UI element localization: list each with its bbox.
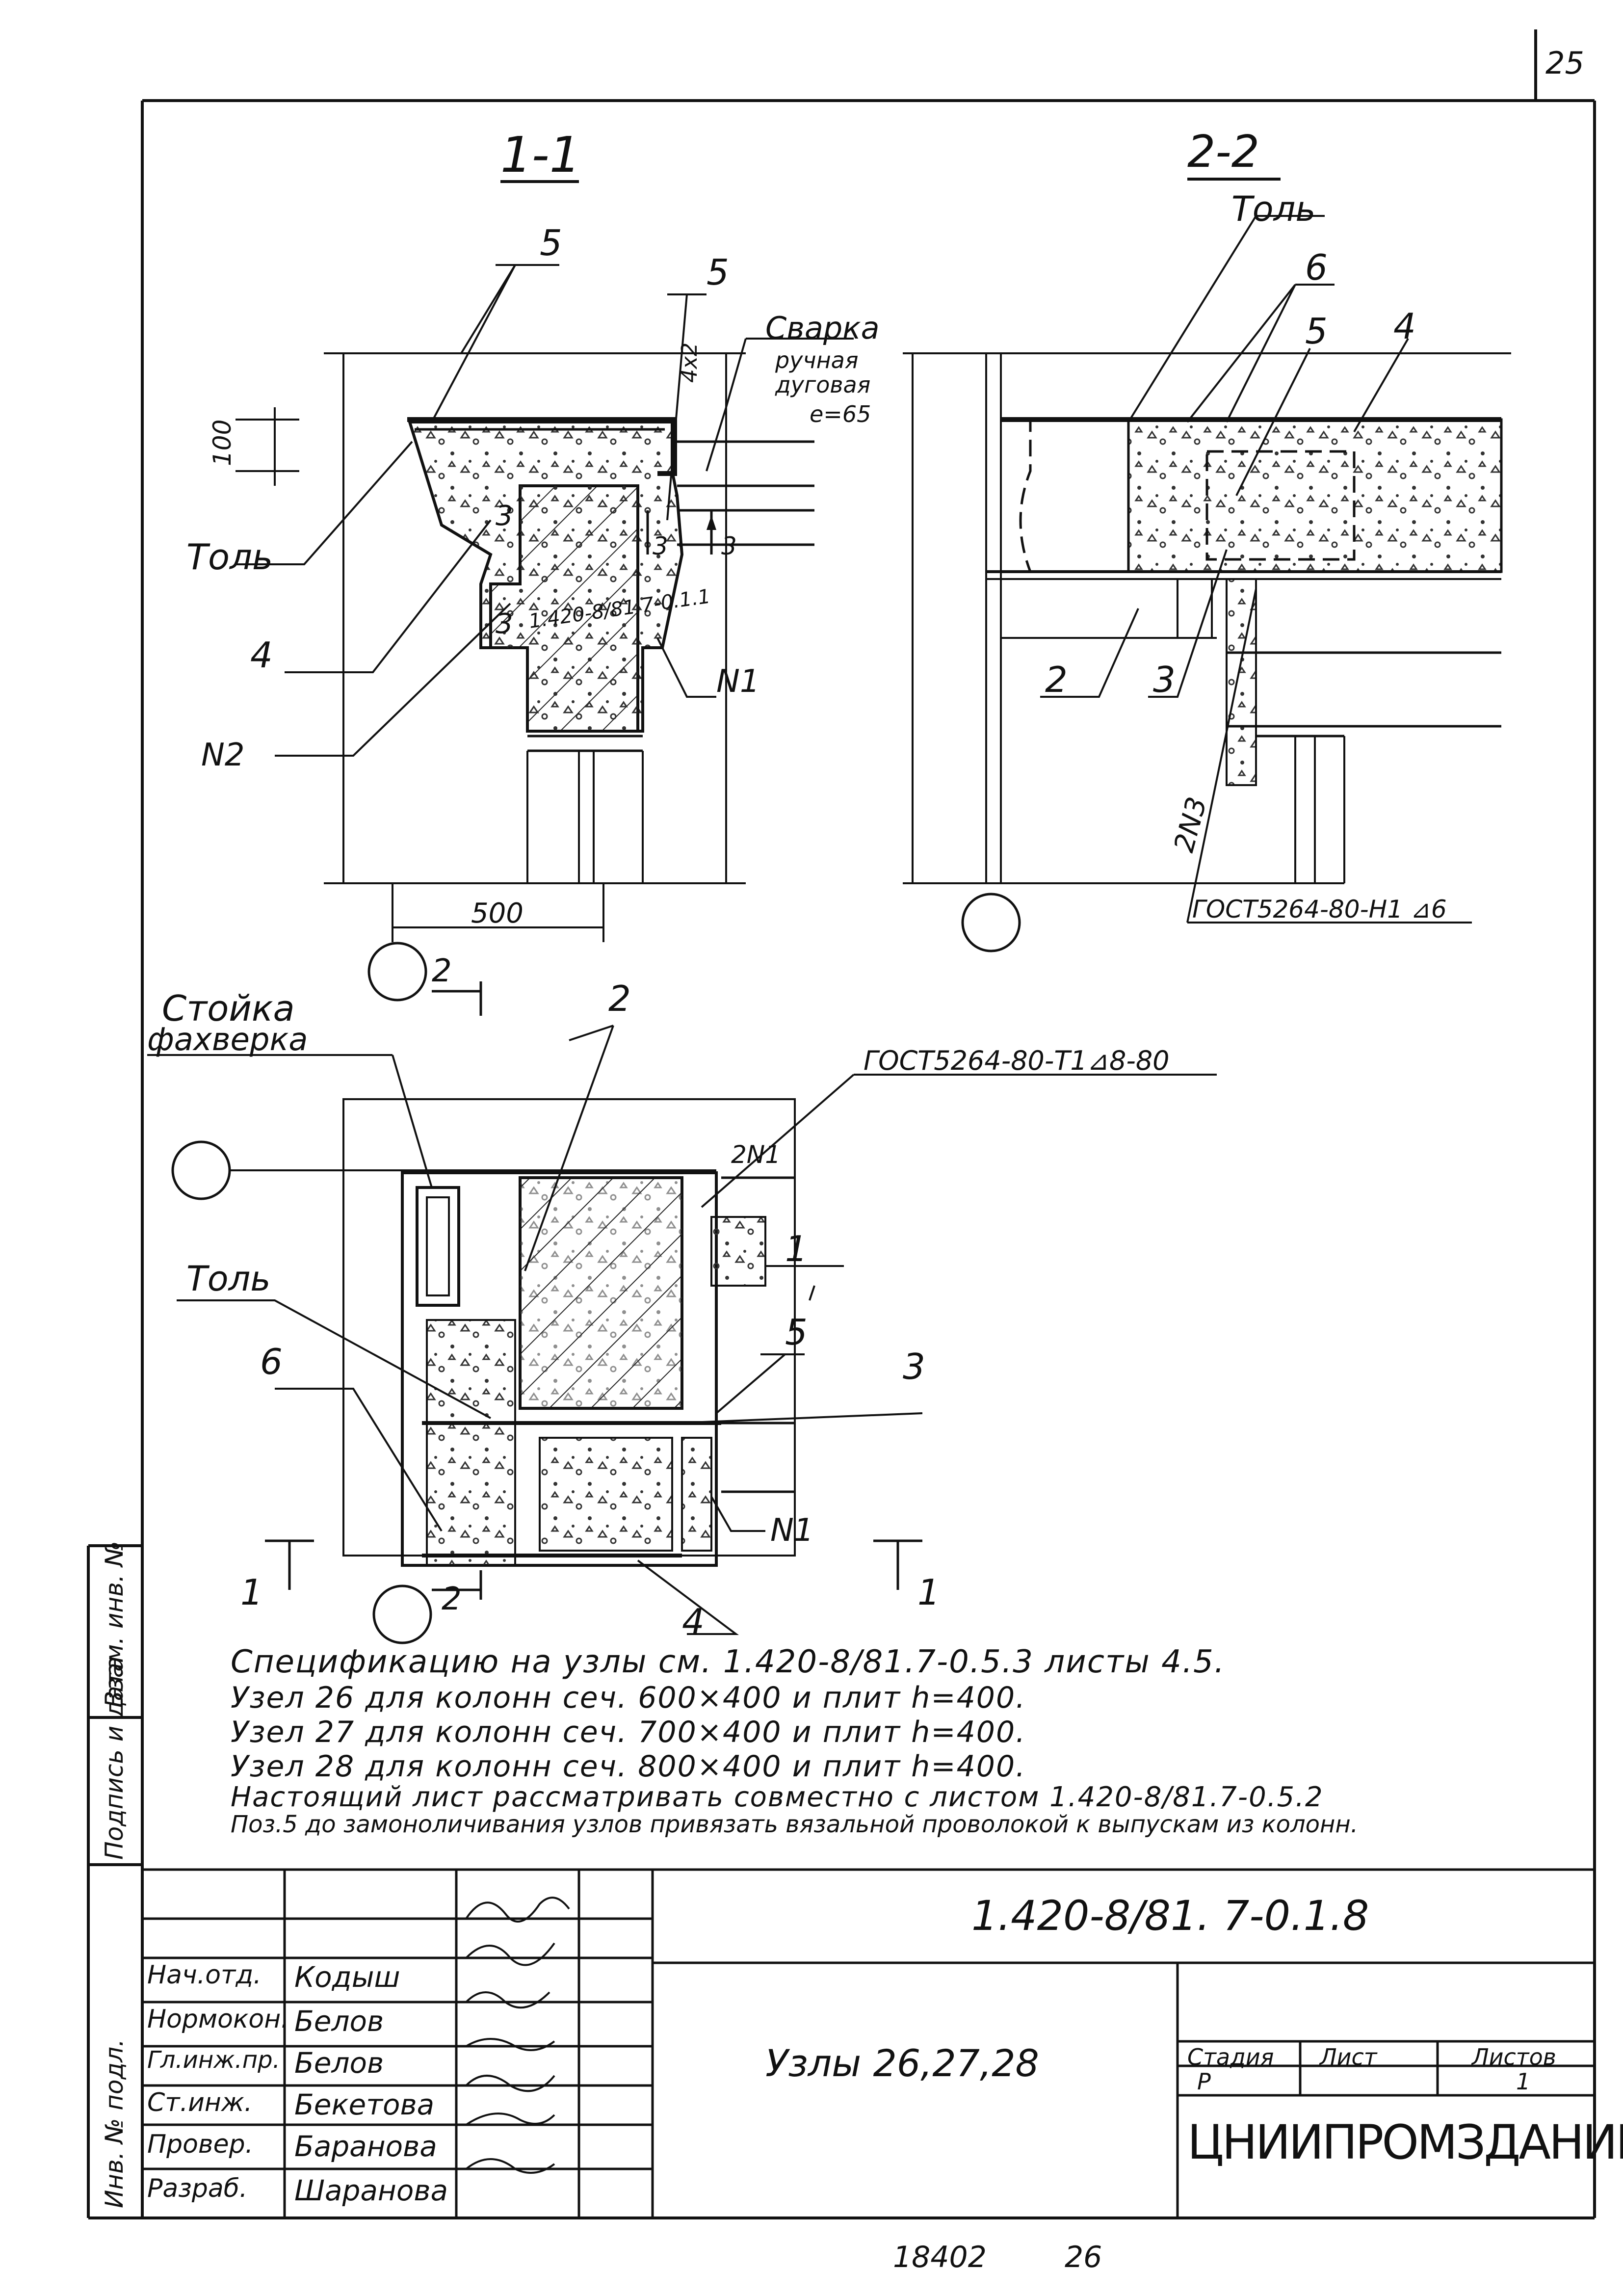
label-4x2: 4х2	[677, 343, 702, 383]
label-3b: 3	[653, 532, 668, 560]
label-5-plan: 5	[785, 1312, 808, 1353]
label-n2: N2	[201, 737, 245, 773]
name-5: Баранова	[294, 2130, 437, 2163]
title-block-grid	[142, 1868, 1595, 2218]
doc-title: Узлы 26,27,28	[765, 2041, 1039, 2085]
label-n1: N1	[716, 663, 760, 700]
label-1-plan: 1	[785, 1228, 808, 1269]
label-fachwerk: фахверка	[147, 1022, 308, 1058]
sheet-header: Лист	[1320, 2044, 1377, 2070]
label-tol-plan: Толь	[186, 1259, 271, 1299]
stamp-vzam: Взам. инв. №	[100, 1541, 129, 1708]
role-4: Ст.инж.	[147, 2088, 253, 2117]
label-2n1: 2N1	[731, 1140, 781, 1169]
signatures	[465, 1897, 570, 2174]
stage-header: Стадия	[1187, 2044, 1274, 2070]
cut-2-top: 2	[432, 953, 452, 989]
footer-num-a: 18402	[893, 2240, 987, 2274]
note-4: Узел 28 для колонн сеч. 800×400 и плит h…	[231, 1749, 1026, 1784]
label-2-plan: 2	[608, 978, 631, 1019]
cut-1-right: 1	[917, 1572, 940, 1613]
sheets-header: Листов	[1472, 2044, 1556, 2070]
footer-num-b: 26	[1065, 2240, 1102, 2274]
role-2: Нормокон.	[147, 2005, 289, 2034]
page-number: 25	[1545, 45, 1584, 81]
stage-value: Р	[1197, 2068, 1211, 2095]
role-3: Гл.инж.пр.	[147, 2046, 280, 2074]
name-6: Шаранова	[294, 2174, 448, 2207]
section-title-1-1: 1-1	[500, 126, 580, 184]
weld-line-1: ручная	[775, 347, 859, 373]
cut-2-bottom: 2	[442, 1581, 462, 1617]
weld-title: Сварка	[765, 310, 880, 346]
label-3-plan: 3	[903, 1346, 925, 1387]
dim-500: 500	[471, 897, 524, 929]
label-5-2: 5	[1305, 311, 1328, 352]
cut-1-left: 1	[240, 1572, 263, 1613]
footer: 18402 26	[893, 2240, 1102, 2274]
name-4: Бекетова	[294, 2088, 435, 2121]
label-3-2: 3	[1153, 659, 1176, 700]
sheets-value: 1	[1516, 2068, 1531, 2095]
name-2: Белов	[294, 2005, 384, 2038]
gost-t1: ГОСТ5264-80-Т1⊿8-80	[864, 1045, 1170, 1076]
note-5: Настоящий лист рассматривать совместно с…	[231, 1781, 1324, 1813]
note-2: Узел 26 для колонн сеч. 600×400 и плит h…	[231, 1681, 1026, 1715]
side-stamp: Взам. инв. № Подпись и дата Инв. № подл.	[100, 1541, 129, 2208]
label-3c: 3	[721, 532, 737, 560]
label-n1-plan: N1	[770, 1512, 814, 1549]
label-2-2: 2	[1045, 659, 1068, 700]
section-title-2-2: 2-2	[1187, 126, 1259, 178]
label-tol: Толь	[186, 536, 273, 578]
section-2-2-labels: 2-2 Толь 6 5 4 2 3 2N3 ГОСТ5264-80-Н1 ⊿6	[1045, 126, 1447, 924]
note-6: Поз.5 до замоноличивания узлов привязать…	[231, 1811, 1359, 1838]
stamp-inv: Инв. № подл.	[100, 2039, 129, 2208]
plan-labels: Стойка фахверка 2 2 2 ГОСТ5264-80-Т1⊿8-8…	[147, 953, 1170, 1642]
section-1-1-drawing	[236, 180, 854, 1002]
org-name: ЦНИИПРОМЗДАНИЙ	[1187, 2115, 1623, 2170]
role-6: Разраб.	[147, 2174, 248, 2203]
label-4-plan: 4	[682, 1601, 705, 1642]
label-6-2: 6	[1305, 247, 1328, 288]
gost-h1: ГОСТ5264-80-Н1 ⊿6	[1192, 895, 1447, 924]
name-3: Белов	[294, 2046, 384, 2080]
label-5a: 5	[540, 222, 562, 264]
label-3d: 3	[496, 608, 513, 640]
section-1-1-labels: 1-1 5 5 Сварка ручная дуговая e=65 4х2 1…	[186, 126, 880, 929]
doc-code: 1.420-8/81. 7-0.1.8	[971, 1892, 1369, 1940]
label-5b: 5	[707, 252, 729, 293]
label-4-2: 4	[1393, 306, 1416, 347]
note-1: Спецификацию на узлы см. 1.420-8/81.7-0.…	[231, 1644, 1226, 1680]
role-1: Нач.отд.	[147, 1960, 262, 1990]
label-6-plan: 6	[260, 1341, 283, 1382]
role-5: Провер.	[147, 2130, 254, 2159]
label-2n3: 2N3	[1168, 793, 1213, 855]
label-tol-2: Толь	[1231, 189, 1316, 229]
stamp-podpis: Подпись и дата	[100, 1657, 129, 1860]
label-3a: 3	[496, 500, 513, 532]
plan-view-drawing	[147, 981, 1217, 1644]
weld-line-2: дуговая	[775, 371, 870, 398]
sheet-frame	[87, 29, 1596, 2219]
label-4: 4	[250, 634, 273, 676]
name-1: Кодыш	[294, 1960, 400, 1994]
section-2-2-drawing	[903, 178, 1511, 952]
dim-100: 100	[208, 420, 236, 466]
label-stoika: Стойка	[162, 988, 295, 1029]
weld-e: e=65	[810, 401, 871, 427]
note-3: Узел 27 для колонн сеч. 700×400 и плит h…	[231, 1715, 1026, 1749]
